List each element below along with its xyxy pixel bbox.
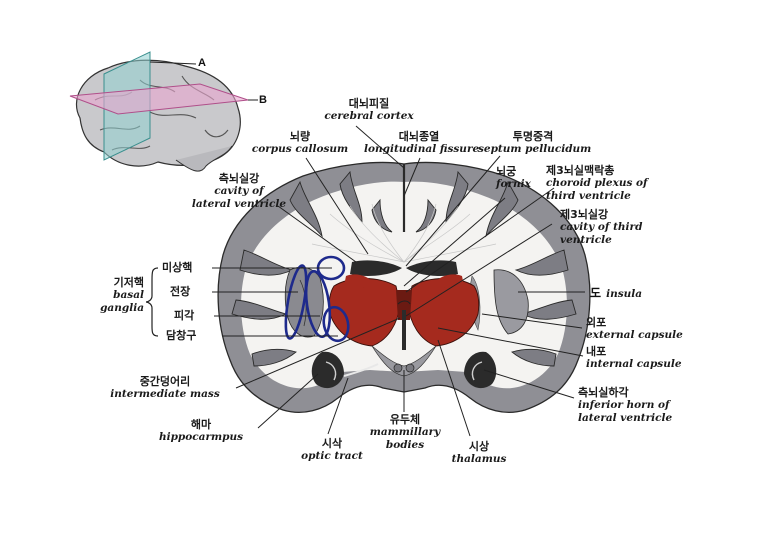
highlight-putamen bbox=[304, 269, 332, 339]
label-third-ventricle: 제3뇌실강 cavity of third ventricle bbox=[560, 208, 643, 246]
basal-ganglia-bracket bbox=[145, 267, 159, 337]
label-lateral-ventricle: 측뇌실강 cavity of lateral ventricle bbox=[191, 172, 287, 210]
label-external-capsule: 외포 external capsule bbox=[586, 316, 683, 341]
label-caudate: 미상핵 bbox=[162, 261, 193, 274]
inset-brain bbox=[69, 51, 258, 172]
label-internal-capsule: 내포 internal capsule bbox=[586, 345, 682, 370]
highlight-globus-pallidus bbox=[322, 305, 350, 343]
label-insula: 도 insula bbox=[590, 286, 643, 301]
label-putamen: 피각 bbox=[174, 309, 195, 322]
label-basal-ganglia: 기저핵 basal ganglia bbox=[100, 276, 144, 314]
plane-a-label: A bbox=[198, 57, 206, 69]
label-mammillary: 유두체 mammillary bodies bbox=[369, 413, 441, 451]
coronal-section bbox=[217, 161, 591, 413]
plane-b-label: B bbox=[259, 94, 267, 106]
leader-lines bbox=[212, 125, 585, 437]
label-corpus-callosum: 뇌량 corpus callosum bbox=[251, 130, 349, 155]
label-septum-pellucidum: 투명중격 septum pellucidum bbox=[478, 130, 592, 155]
label-intermediate-mass: 중간덩어리 intermediate mass bbox=[110, 375, 220, 400]
label-hippocampus: 해마 hippocarmpus bbox=[158, 418, 244, 443]
label-choroid-plexus: 제3뇌실맥락총 choroid plexus of third ventricl… bbox=[546, 164, 648, 202]
label-optic-tract: 시삭 optic tract bbox=[301, 437, 363, 462]
highlight-claustrum bbox=[284, 264, 308, 340]
label-longitudinal-fissure: 대뇌종열 longitudinal fissure bbox=[364, 130, 480, 155]
label-claustrum: 전장 bbox=[170, 285, 191, 298]
label-thalamus: 시상 thalamus bbox=[451, 440, 507, 465]
label-inferior-horn: 측뇌실하각 inferior horn of lateral ventricle bbox=[578, 386, 673, 424]
label-cerebral-cortex: 대뇌피질 cerebral cortex bbox=[324, 97, 414, 122]
label-globus-pallidus: 담창구 bbox=[166, 329, 197, 342]
label-fornix: 뇌궁 fornix bbox=[496, 165, 531, 190]
